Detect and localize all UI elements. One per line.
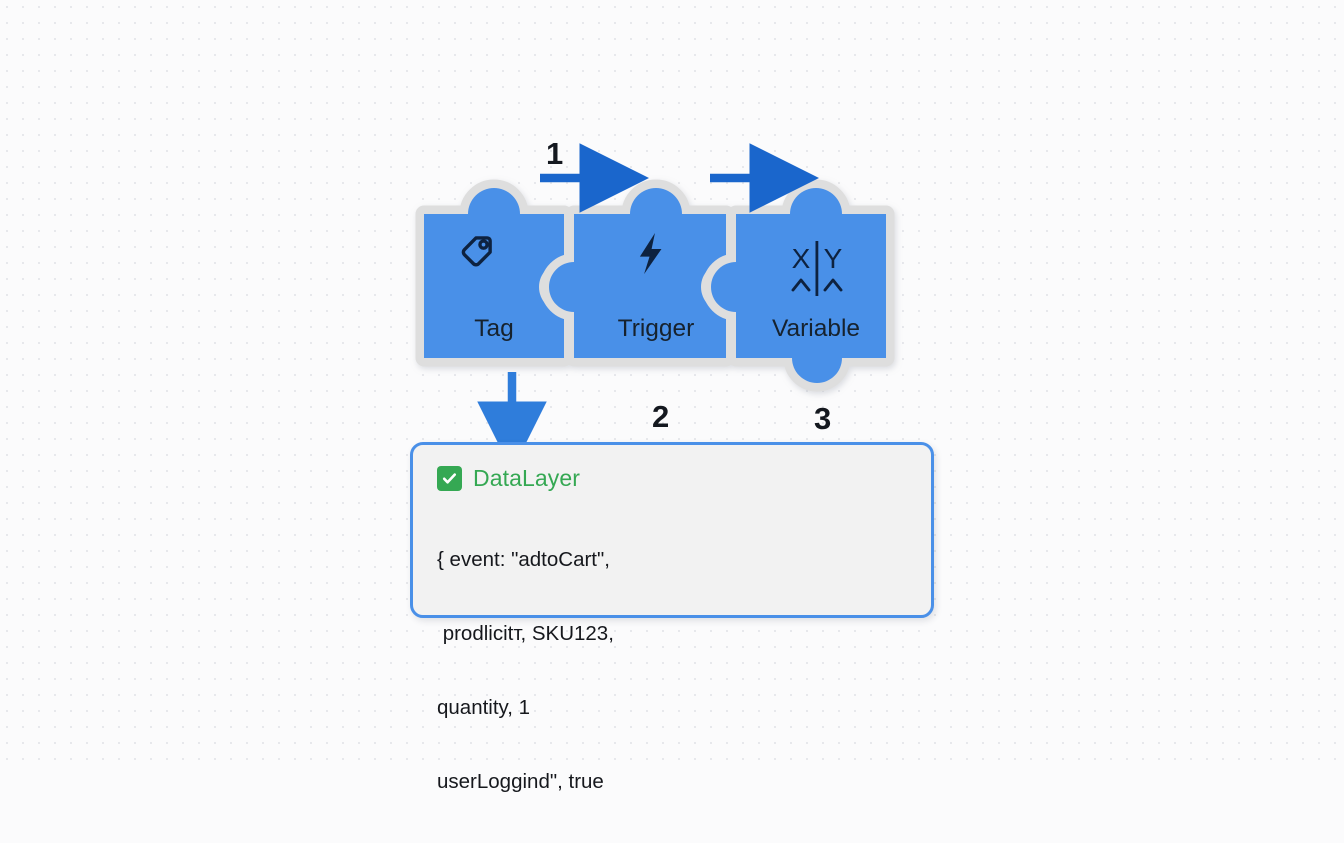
puzzle-cluster: Tag Trigger X Y Variable (424, 188, 886, 383)
puzzle-piece-tag[interactable]: Tag (424, 188, 564, 358)
code-line: prodlicitт, SKU123, (437, 621, 614, 645)
datalayer-code-block: { event: "adtoCart", prodlicitт, SKU123,… (437, 499, 907, 843)
variable-piece-body (711, 188, 886, 383)
variable-icon-x: X (792, 243, 811, 274)
tag-piece-label: Tag (474, 315, 514, 342)
variable-icon-caret-right (823, 278, 843, 292)
code-line: { event: "adtoCart", (437, 548, 610, 572)
variable-xy-icon: X Y (791, 241, 843, 296)
trigger-piece-label: Trigger (618, 315, 695, 342)
check-icon[interactable] (437, 466, 462, 491)
code-line: userLoggind", true (437, 769, 604, 793)
puzzle-piece-trigger[interactable]: Trigger (549, 188, 726, 358)
datalayer-header: DataLayer (437, 465, 907, 492)
datalayer-panel[interactable]: DataLayer { event: "adtoCart", prodlicit… (410, 442, 934, 793)
variable-icon-caret-left (791, 278, 811, 292)
diagram-background (0, 0, 1344, 768)
code-line: quantity, 1 (437, 695, 531, 719)
variable-icon-y: Y (824, 243, 843, 274)
tag-icon (461, 236, 492, 267)
flow-arrows (477, 143, 819, 471)
puzzle-piece-variable[interactable]: X Y Variable (711, 188, 886, 383)
step-number-2: 2 (652, 399, 670, 434)
step-number-1: 1 (546, 136, 564, 171)
variable-icon-divider (815, 241, 819, 296)
variable-piece-label: Variable (772, 315, 860, 342)
lightning-bolt-icon (639, 233, 662, 275)
datalayer-title: DataLayer (473, 465, 581, 491)
step-number-3: 3 (814, 401, 832, 436)
diagram-canvas: Tag Trigger X Y Variable (0, 143, 1344, 471)
